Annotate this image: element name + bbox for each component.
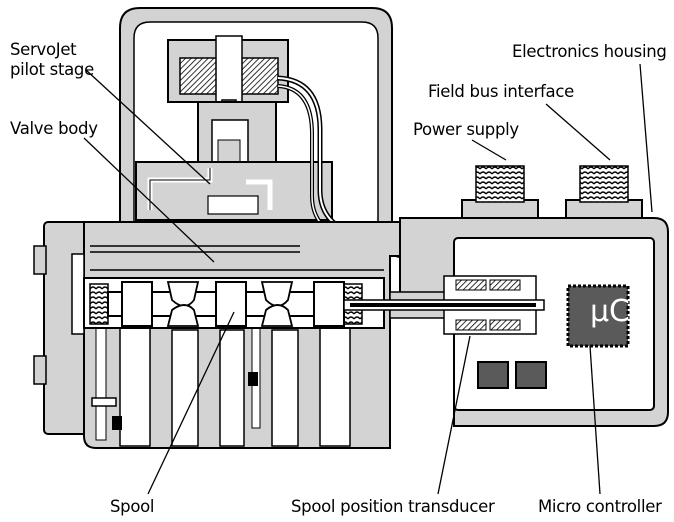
electronics-housing — [343, 217, 669, 427]
electronics-housing-label: Electronics housing — [512, 42, 667, 61]
servojet-pilot-stage-label: ServoJet pilot stage — [10, 40, 94, 80]
field-bus-interface-label: Field bus interface — [428, 82, 574, 101]
leader-lines — [83, 63, 653, 495]
valve-body-label: Valve body — [10, 119, 98, 138]
servojet-label-line2: pilot stage — [10, 60, 94, 79]
valve-body — [33, 221, 401, 449]
servojet-label-line1: ServoJet — [10, 40, 77, 59]
micro-controller-label: Micro controller — [538, 497, 662, 516]
spool-label: Spool — [110, 497, 155, 516]
spool-position-transducer-label: Spool position transducer — [291, 497, 495, 516]
microcontroller-chip-text: µC — [589, 294, 631, 329]
power-supply-label: Power supply — [413, 120, 519, 139]
spool — [107, 281, 345, 327]
